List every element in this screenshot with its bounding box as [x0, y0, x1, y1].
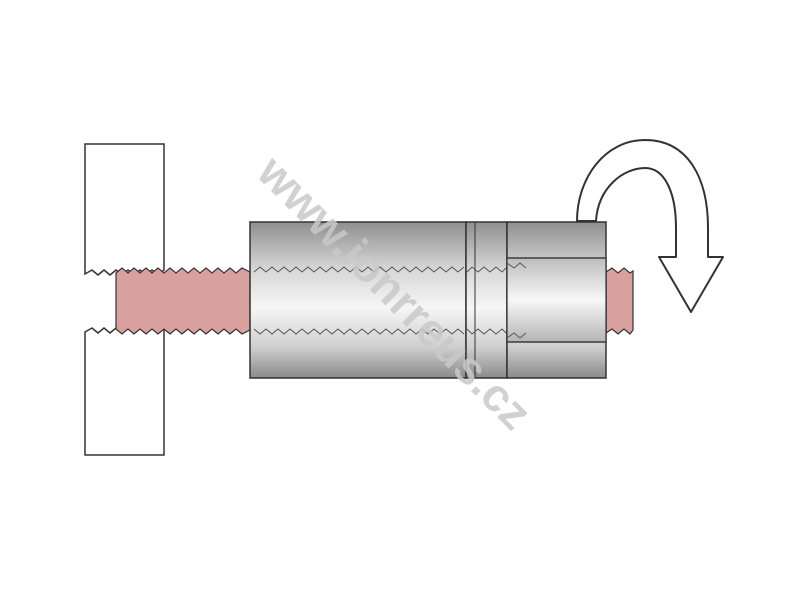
hex-lock-nut — [506, 221, 607, 379]
workpiece-lower-part — [84, 326, 165, 456]
sleeve-collar — [465, 221, 508, 379]
sleeve-internal-thread-top — [253, 266, 465, 273]
hex-nut-thread-bottom — [506, 332, 527, 339]
rotation-arrow-shape — [576, 139, 724, 313]
stud-right-end — [605, 267, 634, 335]
sleeve-internal-thread-bottom — [253, 328, 465, 335]
stud-left-section — [115, 267, 251, 335]
clockwise-rotation-arrow — [576, 139, 724, 313]
workpiece-block — [84, 143, 165, 456]
threaded-stud — [115, 267, 634, 335]
stud-extractor-sleeve — [249, 221, 508, 379]
hex-nut-center-flat — [506, 257, 607, 343]
collar-thread-top — [466, 266, 507, 273]
hex-nut-thread-top — [506, 262, 527, 269]
sleeve-body — [249, 221, 467, 379]
workpiece-upper-part — [84, 143, 165, 276]
collar-thread-bottom — [466, 328, 507, 335]
